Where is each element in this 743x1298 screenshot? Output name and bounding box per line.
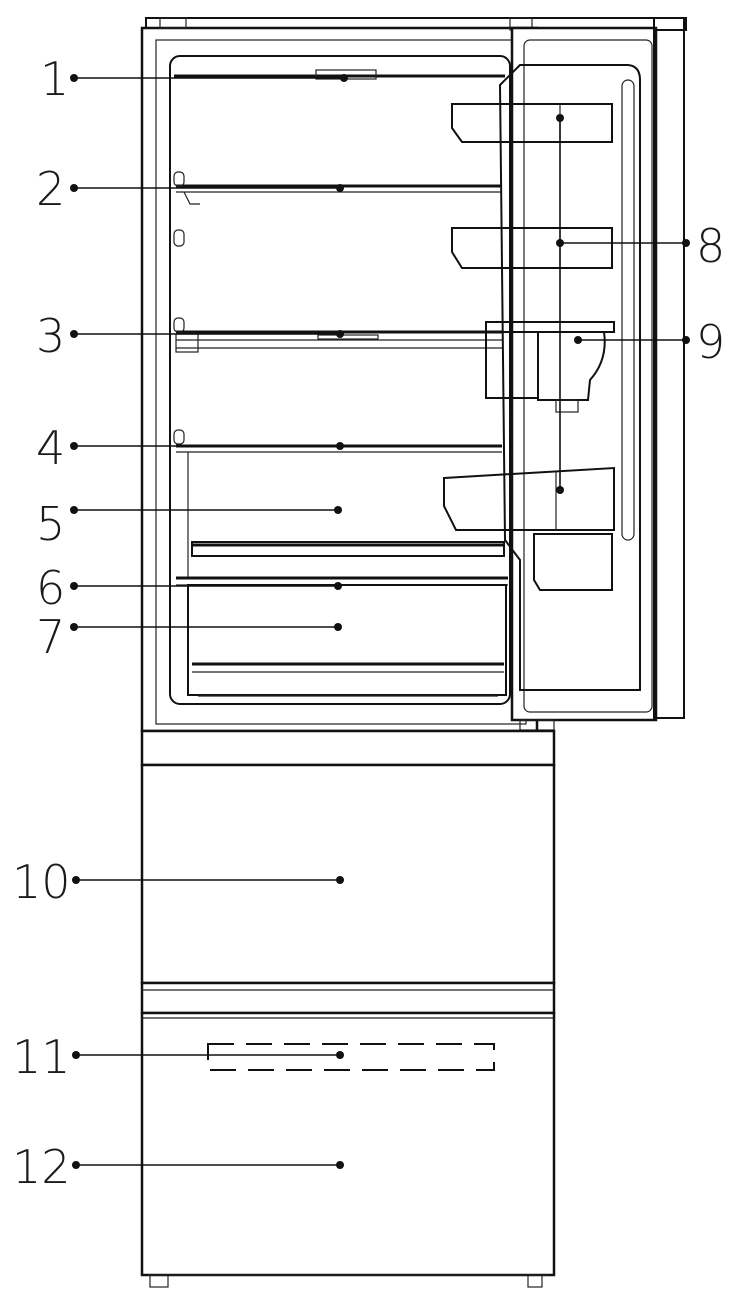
callout-label-9: 9 xyxy=(696,315,725,369)
callout-label-10: 10 xyxy=(12,855,71,909)
fridge-door xyxy=(443,17,685,731)
callout-label-2: 2 xyxy=(36,162,65,216)
callout-label-8: 8 xyxy=(696,219,725,273)
callout-label-5: 5 xyxy=(36,497,65,551)
callout-label-1: 1 xyxy=(40,52,69,106)
callout-label-12: 12 xyxy=(12,1140,71,1194)
freezer-section xyxy=(140,729,556,1288)
fridge-compartment xyxy=(140,17,687,733)
callout-label-7: 7 xyxy=(36,610,65,664)
callout-label-11: 11 xyxy=(12,1030,71,1084)
callout-label-6: 6 xyxy=(36,561,65,615)
callout-label-4: 4 xyxy=(36,421,65,475)
callouts: 1 2 3 4 5 6 7 8 xyxy=(12,52,725,1194)
callout-label-3: 3 xyxy=(36,309,65,363)
